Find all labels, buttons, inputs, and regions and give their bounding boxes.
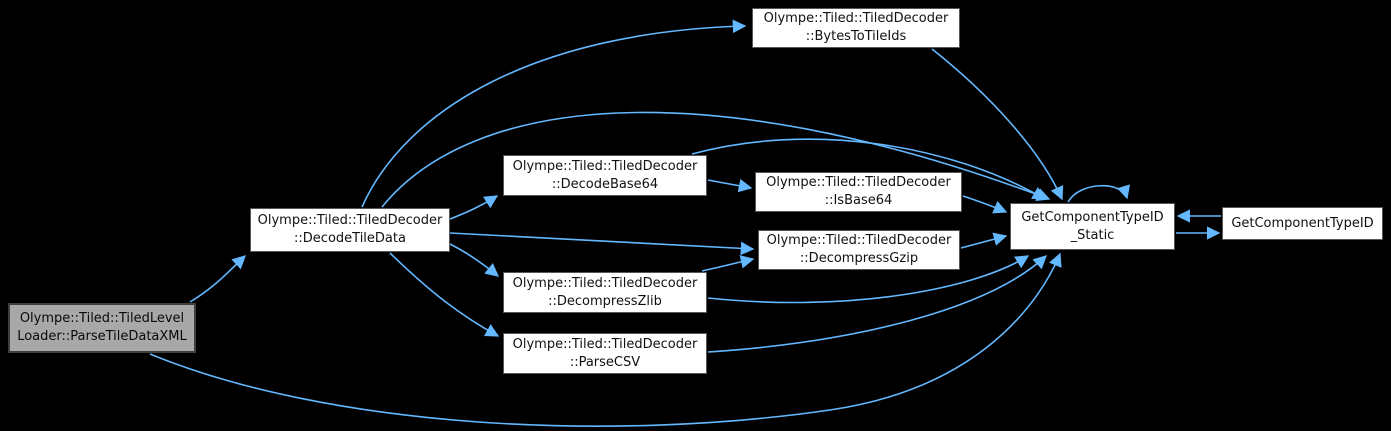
edge-decode-base64-to-get-component-type-id-static	[691, 138, 1047, 200]
node-label-line: ::DecodeBase64	[551, 176, 659, 192]
node-decompress-gzip[interactable]: Olympe::Tiled::TiledDecoder::DecompressG…	[758, 230, 960, 270]
node-label-line: ::IsBase64	[824, 193, 893, 208]
node-label-line: ::DecodeTileData	[294, 231, 406, 246]
edge-decompress-gzip-to-get-component-type-id-static	[960, 232, 1008, 249]
node-label-line: Olympe::Tiled::TiledLevel	[19, 311, 185, 326]
edge-decode-tile-data-to-parse-csv	[389, 252, 500, 337]
node-label-line: ::DecompressZlib	[548, 293, 662, 309]
node-label-line: Olympe::Tiled::TiledDecoder	[512, 275, 698, 291]
node-label-line: Olympe::Tiled::TiledDecoder	[512, 336, 698, 352]
node-label-line: ::ParseCSV	[569, 354, 641, 370]
node-label-line: ::BytesToTileIds	[805, 29, 907, 44]
node-label-line: GetComponentTypeID	[1021, 209, 1164, 225]
edge-decode-tile-data-to-decode-base64	[449, 195, 499, 220]
node-label-line: GetComponentTypeID	[1231, 215, 1374, 231]
edge-parse-csv-to-get-component-type-id-static	[707, 255, 1047, 353]
node-label-line: _Static	[1070, 227, 1115, 243]
edge-parse-tile-data-xml-to-get-component-type-id-static	[149, 252, 1062, 427]
node-get-component-type-id-static[interactable]: GetComponentTypeID _Static	[1010, 203, 1175, 250]
node-get-component-type-id[interactable]: GetComponentTypeID	[1222, 207, 1383, 240]
node-label-line: Olympe::Tiled::TiledDecoder	[766, 175, 951, 190]
node-is-base64[interactable]: Olympe::Tiled::TiledDecoder::IsBase64	[755, 172, 962, 212]
edge-decompress-zlib-to-decompress-gzip	[701, 255, 755, 272]
node-label-line: Loader::ParseTileDataXML	[17, 329, 187, 344]
node-label-line: Olympe::Tiled::TiledDecoder	[766, 233, 952, 248]
edge-is-base64-to-get-component-type-id-static	[962, 195, 1008, 214]
edge-decode-tile-data-to-decompress-zlib	[449, 243, 500, 277]
node-label-line: ::DecompressGzip	[799, 251, 919, 266]
edge-decode-tile-data-to-decompress-gzip	[449, 232, 755, 256]
node-label-line: Olympe::Tiled::TiledDecoder	[763, 11, 949, 26]
edge-decode-tile-data-to-bytes-to-tile-ids	[361, 19, 747, 208]
node-label-line: Olympe::Tiled::TiledDecoder	[512, 158, 698, 174]
node-parse-csv[interactable]: Olympe::Tiled::TiledDecoder::ParseCSV	[503, 333, 707, 374]
edge-parse-tile-data-xml-to-decode-tile-data	[189, 255, 246, 303]
edge-bytes-to-tile-ids-to-get-component-type-id-static	[931, 48, 1064, 201]
node-decode-tile-data[interactable]: Olympe::Tiled::TiledDecoder::DecodeTileD…	[250, 208, 450, 252]
edge-decompress-zlib-to-get-component-type-id-static	[707, 255, 1030, 304]
node-decompress-zlib[interactable]: Olympe::Tiled::TiledDecoder::DecompressZ…	[503, 272, 707, 313]
edge-decode-tile-data-to-get-component-type-id-static	[381, 111, 1051, 208]
edge-decode-base64-to-is-base64	[707, 178, 753, 193]
node-label-line: Olympe::Tiled::TiledDecoder	[257, 213, 443, 228]
edge-get-component-type-id-static-to-get-component-type-id-static	[1067, 184, 1131, 203]
node-bytes-to-tile-ids[interactable]: Olympe::Tiled::TiledDecoder::BytesToTile…	[752, 8, 960, 48]
node-decode-base64[interactable]: Olympe::Tiled::TiledDecoder::DecodeBase6…	[503, 155, 707, 196]
